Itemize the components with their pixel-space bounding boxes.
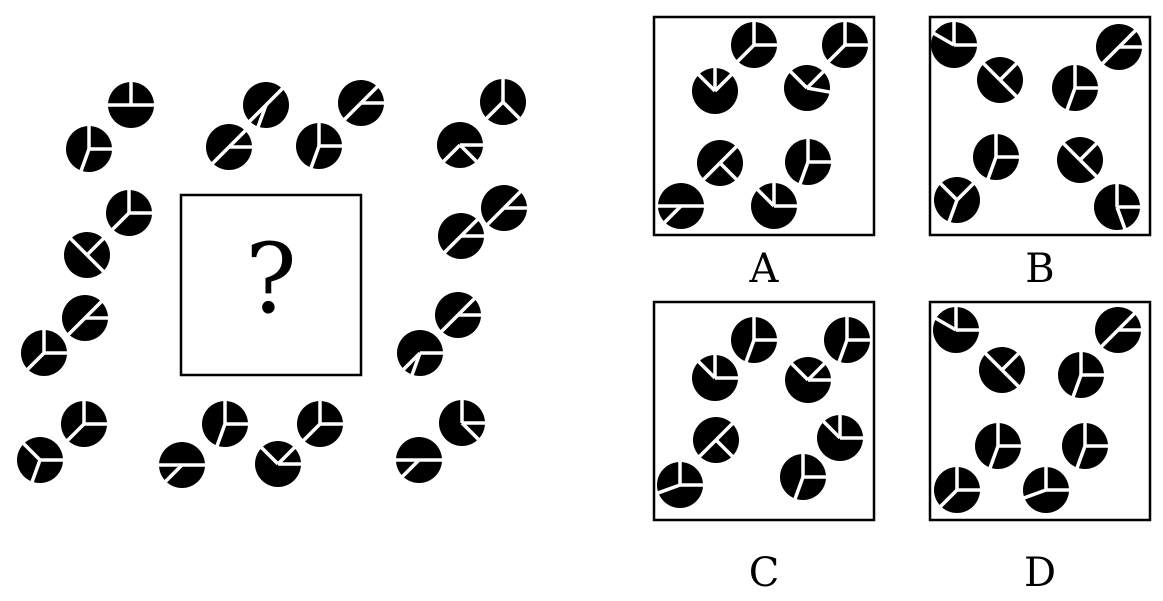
pie-dial-icon	[751, 182, 798, 229]
pie-dial-icon	[438, 213, 485, 259]
question-box	[179, 193, 363, 377]
pie-dial-icon	[1095, 307, 1142, 353]
option-c-label: C	[749, 550, 780, 596]
pie-dial-icon	[1062, 422, 1109, 470]
pie-dial-icon	[206, 124, 253, 170]
pie-dial-icon	[785, 357, 832, 403]
option-d-frame[interactable]	[928, 300, 1152, 522]
pie-dial-icon	[784, 65, 831, 111]
pie-dial-icon	[62, 295, 109, 341]
pie-dial-icon	[1094, 183, 1141, 231]
pie-dial-icon	[1058, 351, 1105, 399]
pie-dial-icon	[17, 437, 64, 484]
question-mark: ?	[245, 223, 296, 335]
pie-dial-icon	[973, 133, 1020, 181]
pie-dial-icon	[395, 437, 443, 483]
pie-dial-icon	[934, 466, 981, 513]
pie-dial-icon	[731, 316, 778, 364]
pie-dial-icon	[338, 80, 385, 126]
pie-dial-icon	[1096, 24, 1143, 70]
option-a-label: A	[749, 246, 780, 292]
pie-dial-icon	[64, 232, 110, 278]
pie-dial-icon	[437, 122, 484, 168]
pie-dial-icon	[692, 354, 739, 401]
pie-dial-icon	[1022, 466, 1070, 513]
pie-dial-icon	[934, 177, 980, 224]
pie-dial-icon	[480, 78, 526, 125]
pie-dial-icon	[435, 292, 482, 338]
pie-dial-icon	[785, 138, 832, 186]
pie-dial-icon	[21, 329, 68, 376]
pie-dial-icon	[824, 316, 871, 364]
pie-dial-icon	[693, 417, 739, 463]
pie-dial-icon	[977, 57, 1023, 103]
pie-dial-icon	[1057, 137, 1103, 183]
option-d-label: D	[1024, 550, 1056, 596]
pie-dial-icon	[731, 21, 778, 68]
pie-dial-icon	[106, 189, 153, 236]
option-a-frame[interactable]	[652, 15, 876, 237]
pie-dial-icon	[692, 67, 738, 114]
pie-dial-icon	[66, 125, 113, 173]
pie-dial-icon	[158, 442, 206, 488]
pie-dial-icon	[817, 414, 864, 461]
pie-dial-icon	[243, 82, 289, 129]
option-b-frame[interactable]	[928, 15, 1152, 237]
pie-dial-icon	[697, 140, 743, 186]
pie-dial-icon	[822, 21, 869, 68]
pie-dial-icon	[202, 400, 249, 448]
pie-dial-icon	[1052, 64, 1099, 112]
pie-dial-icon	[931, 21, 978, 68]
pie-dial-icon	[933, 306, 980, 353]
option-c-frame[interactable]	[652, 300, 876, 522]
pie-dial-icon	[657, 183, 705, 229]
pie-dial-icon	[297, 400, 344, 447]
pie-dial-icon	[780, 453, 827, 501]
pie-dial-icon	[255, 441, 302, 487]
pie-dial-icon	[439, 399, 486, 446]
pie-dial-icon	[107, 81, 155, 128]
pie-dial-icon	[61, 400, 108, 447]
pie-dial-icon	[397, 330, 444, 377]
pie-dial-icon	[296, 122, 343, 170]
pie-dial-icon	[979, 347, 1025, 393]
option-b-label: B	[1025, 246, 1054, 292]
pie-dial-icon	[975, 422, 1022, 470]
pie-dial-icon	[656, 461, 704, 508]
pie-dial-icon	[481, 185, 528, 231]
